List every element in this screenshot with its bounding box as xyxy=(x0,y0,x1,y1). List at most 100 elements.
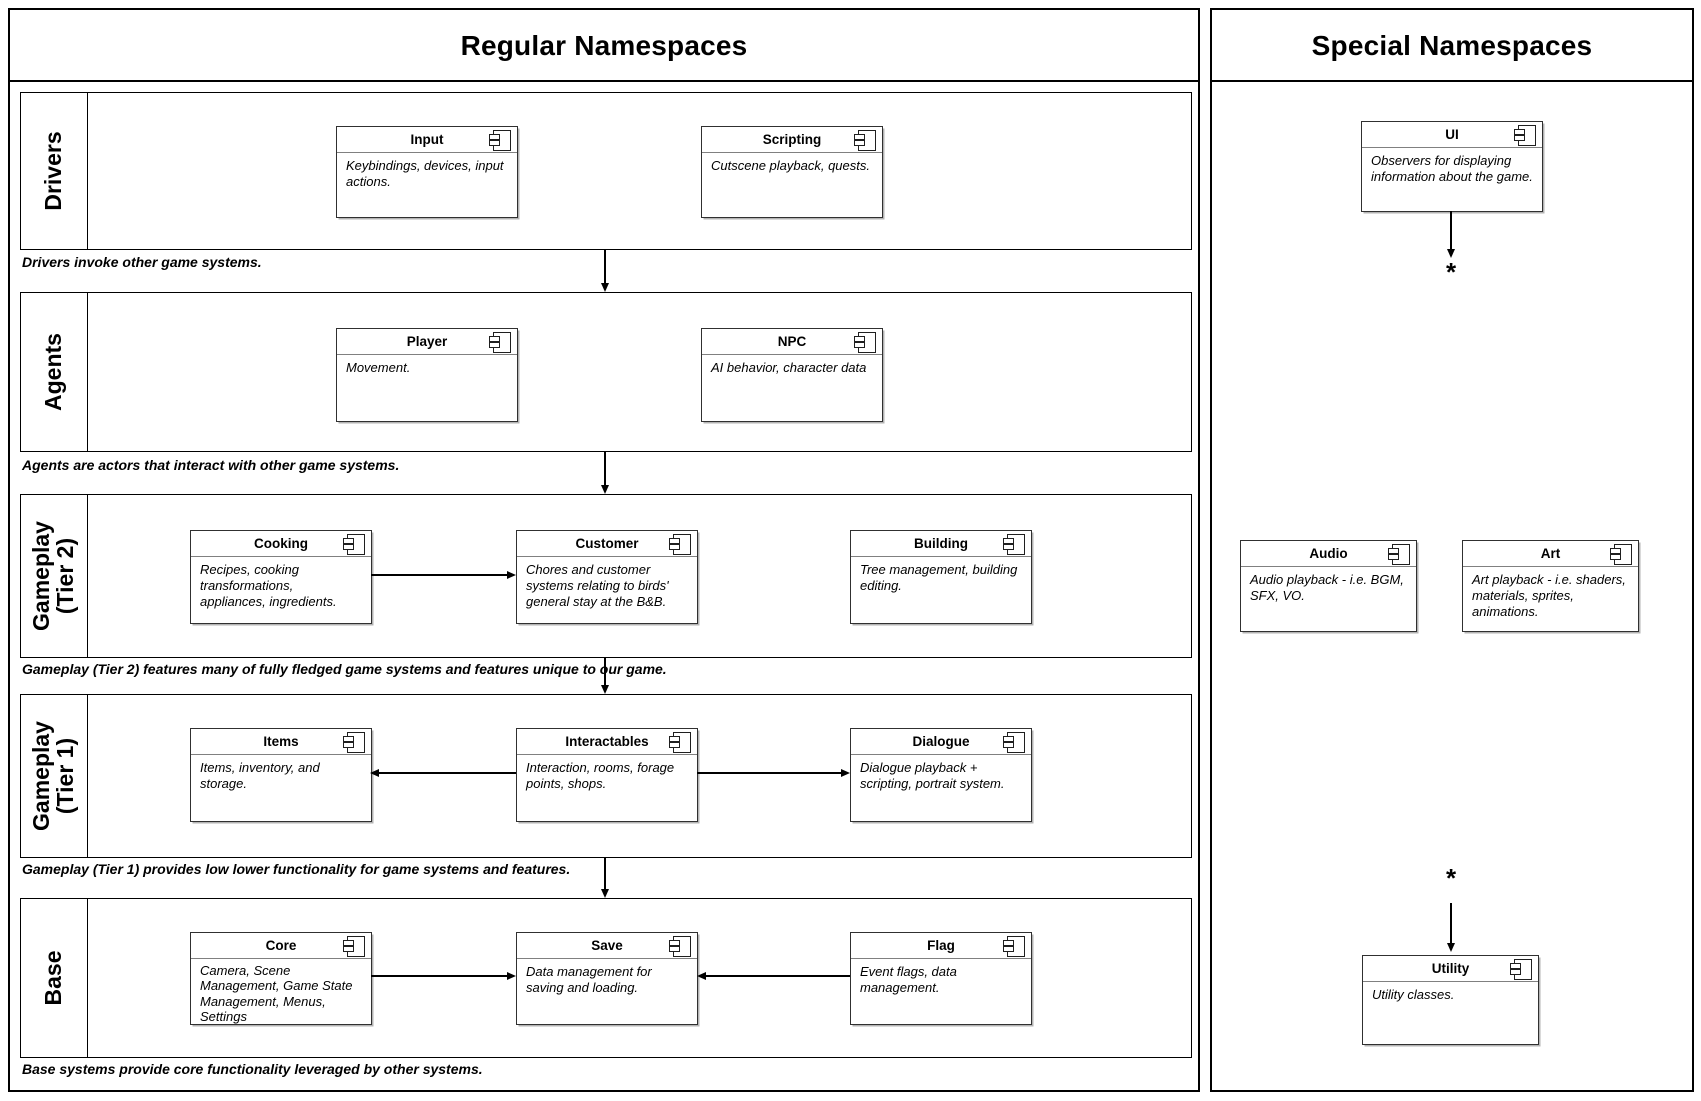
uml-component-icon xyxy=(668,732,691,753)
component-flag-title: Flag xyxy=(851,933,1031,959)
component-title-text: Player xyxy=(406,334,448,349)
component-ui: UI Observers for displaying information … xyxy=(1361,121,1543,212)
component-title-text: Dialogue xyxy=(912,734,970,749)
swimlane-label: Drivers xyxy=(40,131,67,211)
component-building: Building Tree management, building editi… xyxy=(850,530,1032,624)
component-title-text: Customer xyxy=(575,536,639,551)
caption-drivers: Drivers invoke other game systems. xyxy=(22,254,262,270)
component-art-title: Art xyxy=(1463,541,1638,567)
component-title-text: Items xyxy=(263,734,299,749)
component-dialogue: Dialogue Dialogue playback + scripting, … xyxy=(850,728,1032,822)
component-items-description: Items, inventory, and storage. xyxy=(200,760,320,792)
component-title-text: Input xyxy=(410,132,444,147)
uml-component-icon xyxy=(1002,936,1025,957)
uml-component-icon xyxy=(342,534,365,555)
component-interactables-description: Interaction, rooms, forage points, shops… xyxy=(526,760,675,792)
component-audio-title: Audio xyxy=(1241,541,1416,567)
component-scripting-title: Scripting xyxy=(702,127,882,153)
component-utility: Utility Utility classes. xyxy=(1362,955,1539,1045)
component-cooking-title: Cooking xyxy=(191,531,371,557)
component-cooking: Cooking Recipes, cooking transformations… xyxy=(190,530,372,624)
component-title-text: Cooking xyxy=(254,536,308,551)
component-npc: NPC AI behavior, character data xyxy=(701,328,883,422)
component-title-text: NPC xyxy=(777,334,807,349)
component-title-text: Building xyxy=(914,536,968,551)
component-customer: Customer Chores and customer systems rel… xyxy=(516,530,698,624)
uml-component-icon xyxy=(488,130,511,151)
uml-component-icon xyxy=(488,332,511,353)
component-title-text: Core xyxy=(265,938,297,953)
multiplicity-star-bottom: * xyxy=(1445,863,1457,893)
component-building-title: Building xyxy=(851,531,1031,557)
component-customer-description: Chores and customer systems relating to … xyxy=(526,562,669,610)
component-audio: Audio Audio playback - i.e. BGM, SFX, VO… xyxy=(1240,540,1417,632)
component-player-description: Movement. xyxy=(346,360,411,375)
component-flag-description: Event flags, data management. xyxy=(860,964,957,996)
component-dialogue-description: Dialogue playback + scripting, portrait … xyxy=(860,760,1005,792)
swimlane-gameplay-tier2-label-cell: Gameplay (Tier 2) xyxy=(21,495,88,657)
component-art-description: Art playback - i.e. shaders, materials, … xyxy=(1472,572,1626,620)
swimlane-agents: Agents xyxy=(20,292,1192,452)
component-interactables: Interactables Interaction, rooms, forage… xyxy=(516,728,698,822)
swimlane-label: Base xyxy=(40,950,67,1006)
component-items-title: Items xyxy=(191,729,371,755)
swimlane-base-label-cell: Base xyxy=(21,899,88,1057)
component-dialogue-title: Dialogue xyxy=(851,729,1031,755)
multiplicity-star-top: * xyxy=(1445,257,1457,287)
component-interactables-title: Interactables xyxy=(517,729,697,755)
component-scripting: Scripting Cutscene playback, quests. xyxy=(701,126,883,218)
caption-base: Base systems provide core functionality … xyxy=(22,1061,483,1077)
component-title-text: Utility xyxy=(1431,961,1470,976)
component-save: Save Data management for saving and load… xyxy=(516,932,698,1025)
special-panel-title: Special Namespaces xyxy=(1311,30,1593,61)
component-utility-title: Utility xyxy=(1363,956,1538,982)
uml-component-icon xyxy=(853,332,876,353)
component-player-title: Player xyxy=(337,329,517,355)
component-input-description: Keybindings, devices, input actions. xyxy=(346,158,504,190)
component-flag: Flag Event flags, data management. xyxy=(850,932,1032,1025)
uml-component-icon xyxy=(1609,544,1632,565)
component-input: Input Keybindings, devices, input action… xyxy=(336,126,518,218)
uml-component-icon xyxy=(853,130,876,151)
component-utility-description: Utility classes. xyxy=(1372,987,1455,1002)
caption-gameplay-tier1: Gameplay (Tier 1) provides low lower fun… xyxy=(22,861,571,877)
component-title-text: Audio xyxy=(1309,546,1348,561)
uml-component-icon xyxy=(1509,959,1532,980)
component-save-description: Data management for saving and loading. xyxy=(526,964,652,996)
component-npc-title: NPC xyxy=(702,329,882,355)
component-npc-description: AI behavior, character data xyxy=(711,360,867,375)
component-title-text: Save xyxy=(591,938,623,953)
uml-component-icon xyxy=(1002,534,1025,555)
component-ui-title: UI xyxy=(1362,122,1542,148)
uml-component-icon xyxy=(342,732,365,753)
component-core-description: Camera, Scene Management, Game State Man… xyxy=(200,963,353,1024)
swimlane-label: Agents xyxy=(40,333,67,411)
component-customer-title: Customer xyxy=(517,531,697,557)
component-art: Art Art playback - i.e. shaders, materia… xyxy=(1462,540,1639,632)
regular-panel-title: Regular Namespaces xyxy=(460,30,748,61)
uml-component-icon xyxy=(668,936,691,957)
component-input-title: Input xyxy=(337,127,517,153)
caption-gameplay-tier2: Gameplay (Tier 2) features many of fully… xyxy=(22,661,667,677)
uml-component-icon xyxy=(668,534,691,555)
component-player: Player Movement. xyxy=(336,328,518,422)
regular-panel-title-divider xyxy=(10,80,1198,82)
swimlane-drivers: Drivers xyxy=(20,92,1192,250)
component-cooking-description: Recipes, cooking transformations, applia… xyxy=(200,562,337,610)
swimlane-agents-label-cell: Agents xyxy=(21,293,88,451)
component-title-text: Scripting xyxy=(762,132,822,147)
component-title-text: Interactables xyxy=(565,734,649,749)
component-ui-description: Observers for displaying information abo… xyxy=(1371,153,1533,185)
uml-component-icon xyxy=(1513,125,1536,146)
component-scripting-description: Cutscene playback, quests. xyxy=(711,158,870,173)
special-panel-title-divider xyxy=(1212,80,1692,82)
component-building-description: Tree management, building editing. xyxy=(860,562,1018,594)
component-title-text: Art xyxy=(1540,546,1561,561)
caption-agents: Agents are actors that interact with oth… xyxy=(22,457,400,473)
uml-component-icon xyxy=(342,936,365,957)
component-items: Items Items, inventory, and storage. xyxy=(190,728,372,822)
component-title-text: Flag xyxy=(927,938,955,953)
component-title-text: UI xyxy=(1445,127,1459,142)
component-core: Core Camera, Scene Management, Game Stat… xyxy=(190,932,372,1025)
